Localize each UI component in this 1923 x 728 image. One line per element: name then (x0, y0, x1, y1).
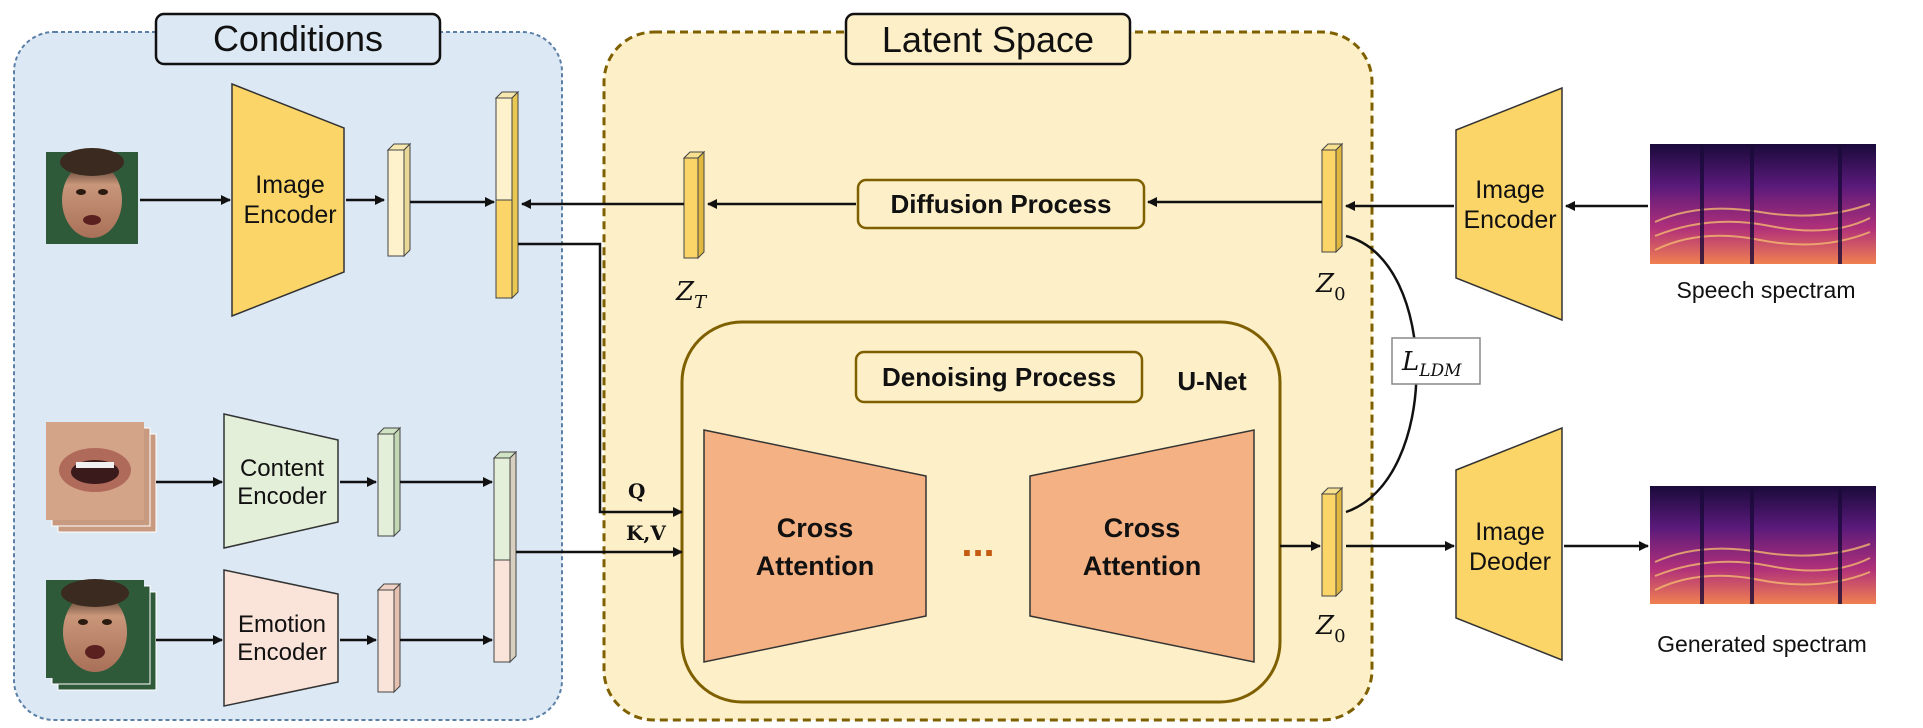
speech-spectrogram-caption: Speech spectram (1677, 277, 1856, 303)
z0-latent-bar-bottom (1320, 486, 1344, 598)
conditions-title: Conditions (213, 18, 383, 59)
emotion-face-images (46, 579, 157, 691)
unet-block: Denoising Process U-Net Cross Attention … (680, 320, 1282, 704)
z0-label-bottom: Z0 (1315, 611, 1346, 647)
cross-attention-left-line2: Attention (756, 551, 874, 581)
latent-space-title: Latent Space (882, 19, 1094, 60)
emotion-encoder-line1: Emotion (238, 611, 326, 638)
emotion-encoder: Emotion Encoder (223, 569, 339, 707)
latent-space-title-box (844, 12, 1132, 66)
cross-attention-left-line1: Cross (777, 513, 854, 543)
speech-spectrogram (1650, 144, 1876, 264)
cross-attention-left: Cross Attention (703, 429, 927, 663)
content-encoder: Content Encoder (223, 413, 339, 549)
content-encoder-line2: Encoder (237, 483, 326, 510)
reference-face-image (46, 148, 138, 244)
image-feature-bar (386, 142, 412, 258)
q-label: Q (628, 479, 645, 503)
denoising-process-box (854, 350, 1144, 404)
diffusion-process-box: Diffusion Process (856, 178, 1146, 230)
generated-spectrogram-caption: Generated spectram (1657, 631, 1867, 657)
zt-label: ZT (675, 277, 708, 313)
image-encoder-right: Image Encoder (1455, 86, 1563, 322)
concat-bar-bottom (492, 450, 518, 664)
zt-latent-bar (682, 150, 706, 260)
unet-label: U-Net (1177, 366, 1247, 396)
ldm-loss-box: LLDM (1345, 234, 1481, 514)
denoising-process-label: Denoising Process (882, 362, 1116, 392)
generated-spectrogram (1650, 486, 1876, 604)
image-decoder-line2: Deoder (1469, 548, 1551, 576)
image-encoder-left: Image Encoder (231, 82, 345, 318)
mouth-crop-images (46, 422, 157, 533)
emotion-encoder-line2: Encoder (237, 639, 326, 666)
image-encoder-right-line1: Image (1475, 176, 1544, 204)
conditions-title-box (154, 12, 442, 66)
flow-arrows (140, 195, 1649, 645)
image-decoder: Image Deoder (1455, 426, 1563, 662)
content-feature-bar (376, 426, 402, 538)
concat-bar-top (494, 90, 520, 300)
svg-text:LLDM: LLDM (1401, 347, 1462, 381)
diffusion-process-label: Diffusion Process (890, 189, 1111, 219)
conditions-region: Conditions (13, 12, 563, 721)
content-encoder-line1: Content (240, 455, 324, 482)
image-encoder-right-line2: Encoder (1463, 206, 1556, 234)
image-encoder-left-line1: Image (255, 171, 324, 199)
kv-label: K,V (626, 521, 666, 545)
cross-attention-right-line2: Attention (1083, 551, 1201, 581)
cross-attention-right-line1: Cross (1104, 513, 1181, 543)
image-encoder-left-line2: Encoder (243, 201, 336, 229)
cross-attention-right: Cross Attention (1029, 429, 1255, 663)
emotion-feature-bar (376, 582, 402, 694)
z0-latent-bar-top (1320, 142, 1344, 254)
z0-label-top: Z0 (1315, 269, 1346, 305)
ellipsis: ... (961, 521, 994, 565)
image-decoder-line1: Image (1475, 518, 1544, 546)
